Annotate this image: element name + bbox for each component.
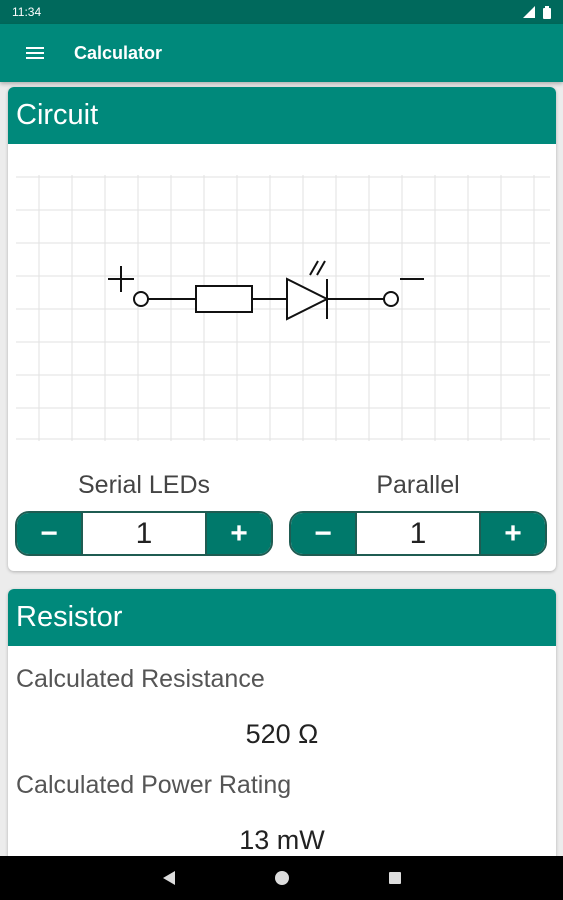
home-icon[interactable] <box>274 870 290 886</box>
signal-icon <box>523 6 535 18</box>
parallel-increment-button[interactable]: + <box>481 513 545 554</box>
serial-leds-control: Serial LEDs − 1 + <box>15 467 273 556</box>
recents-icon[interactable] <box>388 871 402 885</box>
grid-lines <box>16 175 550 441</box>
menu-icon[interactable] <box>6 24 64 82</box>
resistance-label: Calculated Resistance <box>16 665 265 693</box>
resistance-value: 520 Ω <box>245 719 319 749</box>
serial-leds-stepper: − 1 + <box>15 511 273 556</box>
parallel-stepper: − 1 + <box>289 511 547 556</box>
status-bar: 11:34 <box>0 0 563 24</box>
navigation-bar <box>0 856 563 900</box>
power-rating-label: Calculated Power Rating <box>16 771 292 799</box>
serial-decrement-button[interactable]: − <box>17 513 81 554</box>
serial-leds-label: Serial LEDs <box>78 471 210 499</box>
circuit-header: Circuit <box>8 87 556 144</box>
circuit-diagram <box>16 175 550 441</box>
circuit-card: Circuit <box>8 87 556 571</box>
app-bar: Calculator <box>0 24 563 82</box>
parallel-decrement-button[interactable]: − <box>291 513 355 554</box>
resistor-card: Resistor Calculated Resistance 520 Ω Cal… <box>8 589 556 889</box>
resistor-header: Resistor <box>8 589 556 646</box>
status-time: 11:34 <box>12 5 42 19</box>
serial-leds-value[interactable]: 1 <box>81 513 207 554</box>
power-rating-value: 13 mW <box>239 825 325 855</box>
serial-increment-button[interactable]: + <box>207 513 271 554</box>
parallel-value[interactable]: 1 <box>355 513 481 554</box>
parallel-label: Parallel <box>376 471 460 499</box>
parallel-control: Parallel − 1 + <box>289 467 547 556</box>
app-title: Calculator <box>74 42 163 63</box>
circuit-symbols <box>108 260 424 321</box>
status-icons <box>523 5 551 19</box>
battery-icon <box>543 5 551 19</box>
back-icon[interactable] <box>162 870 176 886</box>
